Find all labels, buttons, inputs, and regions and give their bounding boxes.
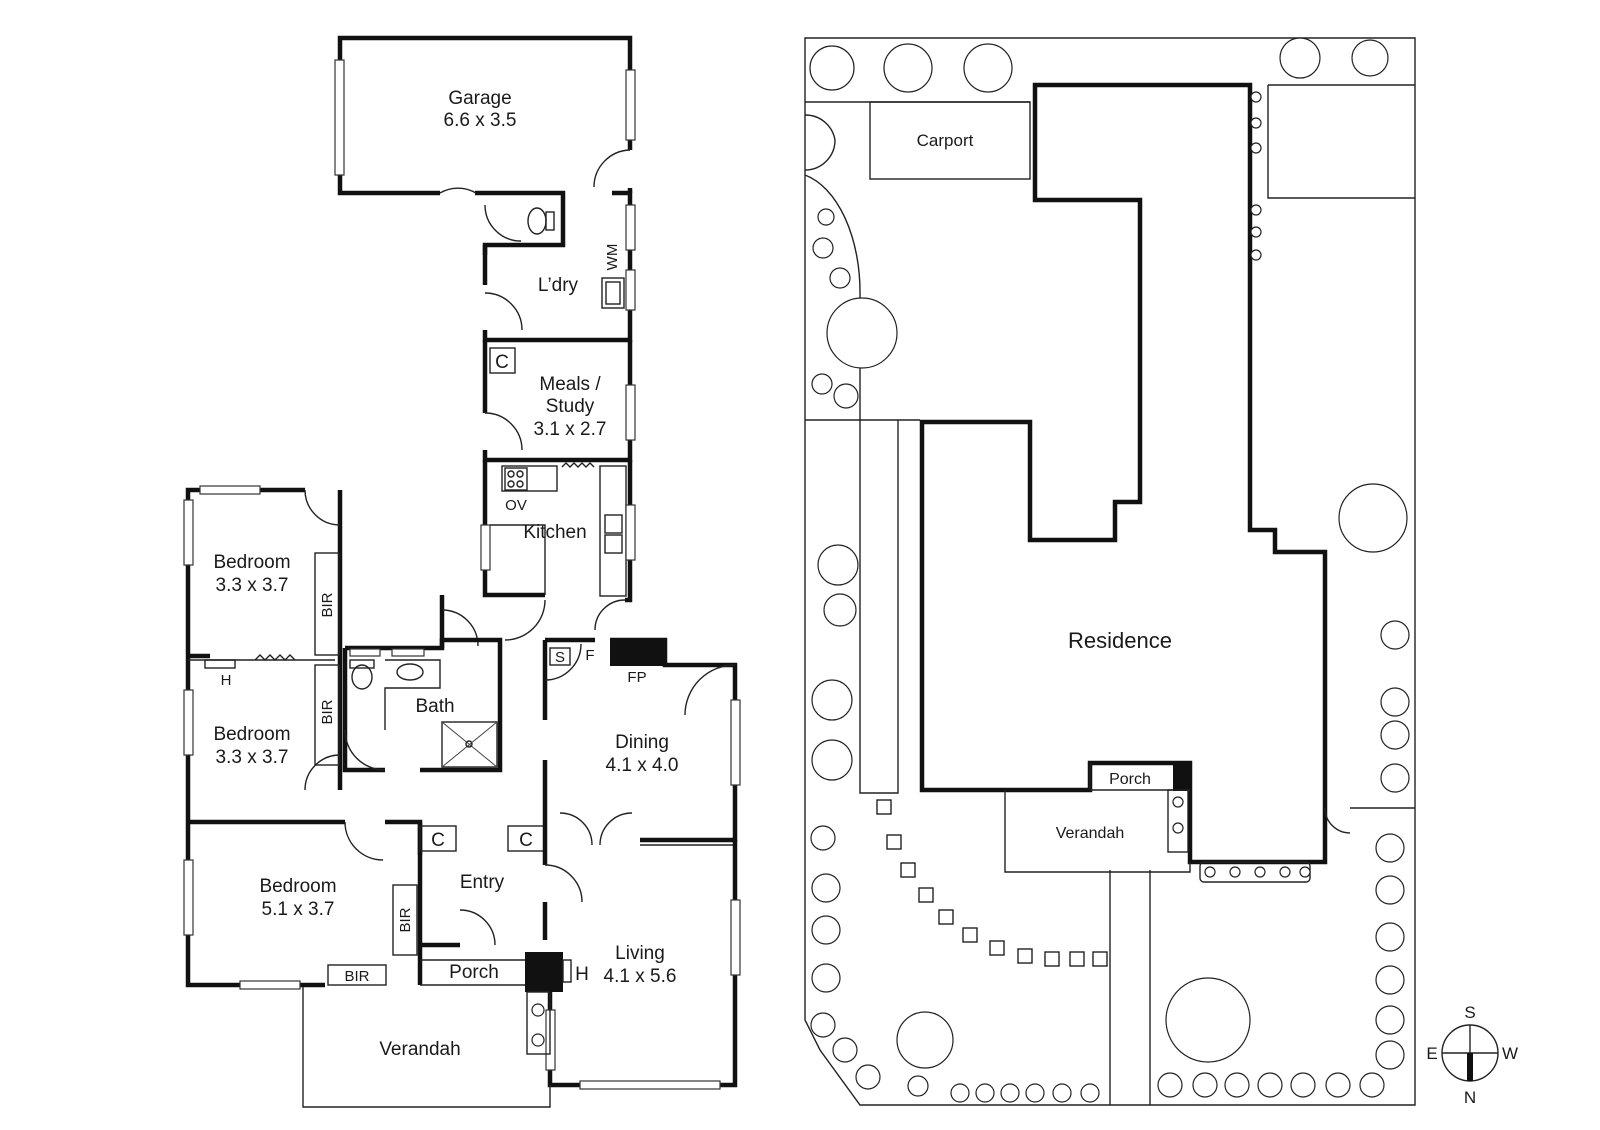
meals-label-1: Meals / bbox=[539, 374, 601, 395]
entry: C C Entry bbox=[417, 760, 583, 948]
bedroom1-size: 3.3 x 3.7 bbox=[216, 575, 289, 596]
bedroom1-label: Bedroom bbox=[213, 552, 290, 573]
bedroom3-size: 5.1 x 3.7 bbox=[262, 899, 335, 920]
bedroom2-size: 3.3 x 3.7 bbox=[216, 747, 289, 768]
porch-label: Porch bbox=[449, 962, 499, 983]
compass-rose: S N E W bbox=[1426, 1003, 1518, 1107]
bath: Bath bbox=[342, 637, 503, 773]
kitchen: OV Kitchen bbox=[480, 460, 636, 631]
living-size: 4.1 x 5.6 bbox=[604, 966, 677, 987]
shelf-label: S bbox=[555, 649, 565, 666]
dining: FP Dining 4.1 x 4.0 bbox=[559, 637, 741, 846]
compass-east: E bbox=[1426, 1044, 1437, 1063]
living-label: Living bbox=[615, 943, 665, 964]
compass-north: N bbox=[1464, 1088, 1476, 1107]
cupboard-entry-1: C bbox=[431, 830, 445, 851]
residence-label: Residence bbox=[1068, 628, 1172, 653]
hallway: S F bbox=[345, 595, 595, 720]
bedrooms: BIR BIR BIR BIR H Bedroom 3.3 x 3.7 Bedr… bbox=[183, 485, 423, 990]
fridge-label: F bbox=[585, 647, 594, 664]
entry-label: Entry bbox=[460, 872, 505, 893]
dining-size: 4.1 x 4.0 bbox=[606, 755, 679, 776]
meals-label-2: Study bbox=[546, 396, 595, 417]
carport bbox=[869, 101, 1031, 180]
laundry: WM L’dry bbox=[482, 190, 636, 343]
meals-size: 3.1 x 2.7 bbox=[534, 419, 607, 440]
carport-label: Carport bbox=[917, 131, 974, 150]
floor-plan: Garage 6.6 x 3.5 WM L’dry C bbox=[183, 35, 741, 1108]
bir-4: BIR bbox=[344, 968, 369, 985]
garage-label: Garage bbox=[448, 88, 511, 109]
cupboard-entry-2: C bbox=[519, 830, 533, 851]
residence-outline bbox=[919, 82, 1328, 865]
site-boundary bbox=[804, 37, 1416, 1106]
cupboard-meals: C bbox=[495, 352, 509, 373]
oven-label: OV bbox=[505, 497, 527, 514]
bir-2: BIR bbox=[319, 699, 336, 724]
site-porch-label: Porch bbox=[1109, 771, 1151, 788]
site-verandah-label: Verandah bbox=[1056, 825, 1125, 842]
meals-study: C Meals / Study 3.1 x 2.7 bbox=[482, 340, 636, 463]
garage: Garage 6.6 x 3.5 bbox=[334, 35, 636, 196]
heater-living: H bbox=[575, 964, 589, 985]
fireplace-label: FP bbox=[627, 669, 646, 686]
laundry-label: L’dry bbox=[538, 275, 579, 296]
bir-1: BIR bbox=[319, 592, 336, 617]
compass-south: S bbox=[1464, 1003, 1475, 1022]
wm-label: WM bbox=[604, 244, 621, 271]
heater-bedroom: H bbox=[221, 672, 232, 689]
bedroom2-label: Bedroom bbox=[213, 724, 290, 745]
garage-size: 6.6 x 3.5 bbox=[444, 110, 517, 131]
living: H Living 4.1 x 5.6 bbox=[525, 840, 741, 1090]
porch-verandah: Porch Verandah bbox=[302, 959, 551, 1108]
dining-label: Dining bbox=[615, 732, 669, 753]
kitchen-label: Kitchen bbox=[523, 522, 586, 543]
site-plan: Carport Residence Porch Verandah bbox=[804, 37, 1518, 1107]
bath-label: Bath bbox=[415, 696, 454, 717]
stepping-stones bbox=[876, 799, 1108, 967]
bir-3: BIR bbox=[397, 907, 414, 932]
verandah-label: Verandah bbox=[379, 1039, 460, 1060]
landscaping-trees bbox=[809, 37, 1410, 1103]
compass-west: W bbox=[1502, 1044, 1518, 1063]
bedroom3-label: Bedroom bbox=[259, 876, 336, 897]
